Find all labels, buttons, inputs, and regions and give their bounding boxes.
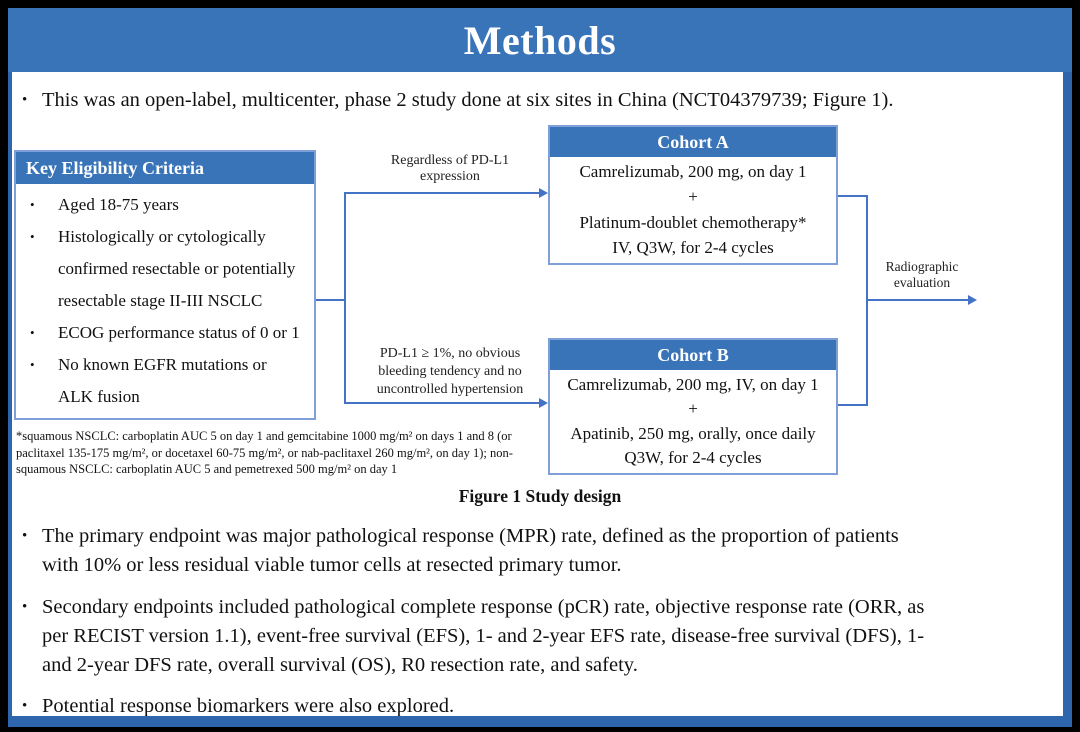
cohort-a-line: Platinum-doublet chemotherapy* — [579, 212, 807, 232]
cohort-b-box: Cohort B Camrelizumab, 200 mg, IV, on da… — [548, 338, 838, 475]
primary-endpoint-bullet: The primary endpoint was major pathologi… — [22, 522, 1062, 580]
slide: Methods This was an open-label, multicen… — [8, 8, 1072, 727]
list-item: Histologically or cytologically confirme… — [30, 221, 310, 317]
biomarkers-text: Potential response biomarkers were also … — [42, 695, 455, 717]
cohort-b-header: Cohort B — [550, 340, 836, 370]
cohort-a-body: Camrelizumab, 200 mg, on day 1 + Platinu… — [550, 157, 836, 263]
connector-line — [866, 299, 969, 301]
bullet-icon — [30, 349, 58, 381]
connector-line — [344, 192, 540, 194]
secondary-endpoints-text: Secondary endpoints included pathologica… — [42, 596, 925, 676]
eligibility-box-header: Key Eligibility Criteria — [16, 152, 314, 184]
branch-label-cohort-b: PD-L1 ≥ 1%, no obvious bleeding tendency… — [376, 346, 524, 397]
bullet-icon — [30, 221, 58, 253]
intro-bullet-text: This was an open-label, multicenter, pha… — [42, 89, 894, 111]
cohort-a-box: Cohort A Camrelizumab, 200 mg, on day 1 … — [548, 125, 838, 265]
connector-line — [316, 299, 346, 301]
biomarkers-bullet: Potential response biomarkers were also … — [22, 692, 1062, 721]
plus-sign: + — [688, 187, 698, 207]
eligibility-box: Key Eligibility Criteria Aged 18-75 year… — [14, 150, 316, 420]
eligibility-box-body: Aged 18-75 years Histologically or cytol… — [16, 184, 314, 413]
title-banner: Methods — [8, 8, 1072, 72]
list-item: No known EGFR mutations or ALK fusion — [30, 349, 310, 413]
arrowhead-icon — [968, 294, 977, 305]
arrowhead-icon — [539, 187, 548, 198]
primary-endpoint-text: The primary endpoint was major pathologi… — [42, 525, 899, 576]
bullet-icon — [30, 317, 58, 349]
radiographic-evaluation-label: Radiographic evaluation — [885, 259, 959, 290]
arrowhead-icon — [539, 397, 548, 408]
eligibility-item: Histologically or cytologically confirme… — [58, 227, 296, 310]
connector-line — [838, 404, 868, 406]
connector-line — [344, 402, 540, 404]
slide-border — [8, 716, 1072, 727]
list-item: Aged 18-75 years — [30, 189, 310, 221]
cohort-b-line: Apatinib, 250 mg, orally, once daily — [570, 423, 816, 443]
branch-label-cohort-a: Regardless of PD-L1 expression — [390, 153, 510, 184]
figure-caption: Figure 1 Study design — [458, 486, 622, 506]
plus-sign: + — [688, 399, 698, 419]
eligibility-item: Aged 18-75 years — [58, 195, 179, 214]
slide-border — [1063, 72, 1072, 727]
cohort-b-line: Camrelizumab, 200 mg, IV, on day 1 — [567, 374, 819, 394]
list-item: ECOG performance status of 0 or 1 — [30, 317, 310, 349]
cohort-a-line: Camrelizumab, 200 mg, on day 1 — [579, 162, 807, 182]
eligibility-item: ECOG performance status of 0 or 1 — [58, 323, 300, 342]
figure-footnote: *squamous NSCLC: carboplatin AUC 5 on da… — [16, 429, 513, 476]
cohort-a-line: IV, Q3W, for 2-4 cycles — [612, 237, 774, 257]
bullet-icon — [22, 86, 42, 115]
connector-line — [344, 192, 346, 404]
page-title: Methods — [463, 17, 617, 63]
cohort-b-body: Camrelizumab, 200 mg, IV, on day 1 + Apa… — [550, 370, 836, 473]
cohort-a-header: Cohort A — [550, 127, 836, 157]
bullet-icon — [30, 189, 58, 221]
bullet-icon — [22, 593, 42, 622]
slide-border — [8, 72, 12, 727]
eligibility-item: No known EGFR mutations or ALK fusion — [58, 355, 267, 406]
connector-line — [838, 195, 868, 197]
cohort-b-line: Q3W, for 2-4 cycles — [624, 448, 762, 468]
secondary-endpoints-bullet: Secondary endpoints included pathologica… — [22, 593, 1062, 680]
bullet-icon — [22, 522, 42, 551]
intro-bullet: This was an open-label, multicenter, pha… — [22, 86, 1062, 115]
